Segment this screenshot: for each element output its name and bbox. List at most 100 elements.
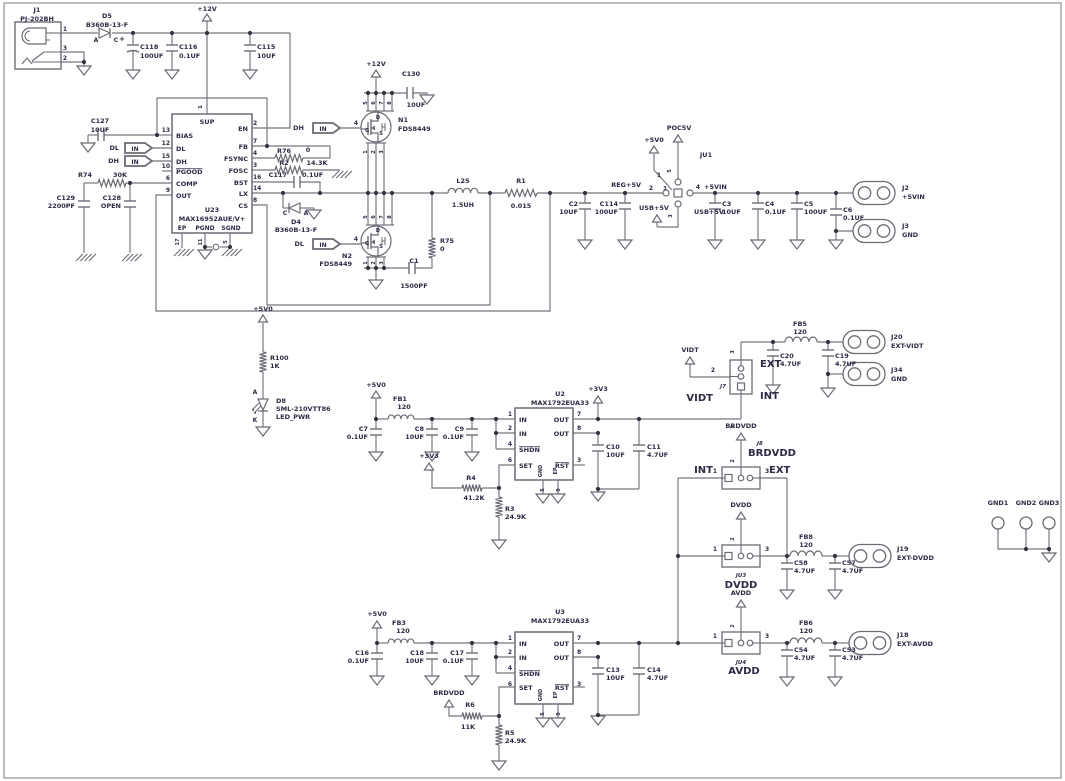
label: IN	[131, 159, 138, 166]
label: +5V0	[253, 305, 273, 313]
label: R75	[440, 237, 455, 245]
label: 2	[63, 55, 67, 62]
cap-C115	[244, 44, 256, 52]
label: USB+5V	[639, 204, 669, 212]
cap-C20	[767, 349, 779, 357]
cap-C130	[406, 87, 414, 99]
label: EN	[238, 125, 248, 133]
label: 6	[508, 681, 512, 688]
label: C8	[415, 425, 425, 433]
label: BIAS	[176, 132, 193, 140]
power-arrow-icon	[370, 68, 382, 78]
label: 11	[198, 238, 204, 245]
cap-C16	[371, 652, 383, 660]
label: OUT	[176, 192, 192, 200]
power-arrow-icon	[370, 389, 382, 399]
label: BST	[234, 179, 249, 187]
label: SHDN	[519, 670, 540, 678]
cap-C54	[781, 649, 793, 657]
label: EP	[553, 467, 559, 474]
label: 1	[198, 105, 204, 109]
label: 4	[354, 236, 358, 243]
cap-C9	[466, 428, 478, 436]
label: 3	[253, 162, 257, 169]
label: 4.7UF	[647, 451, 668, 459]
label: FDS8449	[319, 260, 352, 268]
label: 1	[363, 261, 369, 265]
label: FB8	[799, 533, 813, 541]
label: C17	[450, 649, 464, 657]
label: 10UF	[606, 674, 625, 682]
label: 6	[371, 215, 377, 219]
label: 0.1UF	[179, 52, 200, 60]
label: R4	[466, 474, 476, 482]
label: GND	[538, 465, 544, 477]
label: 1	[63, 26, 67, 33]
label: GND	[538, 689, 544, 701]
label: 1	[713, 546, 717, 553]
label: +5VIN	[902, 193, 925, 201]
label: 9	[166, 187, 170, 194]
inductor-FB6	[789, 637, 823, 644]
jumper-JU3	[721, 544, 761, 568]
label: EXT-AVDD	[897, 640, 934, 648]
label: 3	[765, 468, 769, 475]
label: 4.7UF	[842, 654, 863, 662]
label: 3	[63, 45, 67, 52]
power-arrow-icon	[735, 598, 747, 608]
power-arrow-icon	[592, 394, 604, 404]
label: 120	[793, 328, 807, 336]
label: C20	[780, 352, 794, 360]
label: DVDD	[730, 501, 752, 509]
label: SUP	[200, 118, 215, 126]
label: 14	[253, 185, 261, 192]
label: 1	[713, 468, 717, 475]
label: 120	[396, 627, 410, 635]
label: 6	[371, 101, 377, 105]
label: 120	[397, 403, 411, 411]
label: S	[379, 131, 383, 137]
label: 4.7UF	[647, 674, 668, 682]
ic-U3	[514, 631, 574, 705]
label: 2	[711, 367, 715, 374]
label: SET	[519, 684, 533, 692]
label: BRDVDD	[433, 689, 465, 697]
label: +12V	[197, 5, 217, 13]
resistor-R100	[259, 351, 267, 373]
label: 10UF	[91, 126, 110, 134]
connector-J3	[852, 218, 896, 244]
resistor-R2	[274, 164, 304, 176]
label: J19	[896, 545, 909, 553]
label: 10UF	[722, 208, 741, 216]
label: +5V0	[644, 136, 664, 144]
label: 100UF	[595, 208, 618, 216]
inductor-FB5	[784, 336, 818, 343]
label: 5	[363, 101, 369, 105]
label: BRDVDD	[748, 448, 796, 459]
power-layer	[201, 12, 747, 708]
label: J34	[890, 366, 903, 374]
label: FOSC	[229, 167, 249, 175]
label: 3	[765, 546, 769, 553]
label: 4.7UF	[780, 360, 801, 368]
label: EP	[553, 691, 559, 698]
jumper-J8	[721, 466, 761, 490]
label: 3	[577, 457, 581, 464]
inductor-L25	[447, 187, 479, 194]
label: 11K	[461, 723, 476, 731]
label: 16	[253, 174, 261, 181]
label: R76	[277, 147, 292, 155]
label: G	[365, 128, 369, 134]
label: C	[283, 210, 288, 217]
cap-C117	[293, 176, 301, 188]
label: C118	[140, 43, 159, 51]
label: MAX1792EUA33	[531, 399, 589, 407]
label: 1.5UH	[452, 201, 474, 209]
label: 5	[363, 215, 369, 219]
label: IN	[519, 416, 527, 424]
label: 0.1UF	[302, 171, 323, 179]
label: OUT	[554, 640, 570, 648]
label: 100UF	[140, 52, 163, 60]
label: 1500PF	[400, 282, 427, 290]
